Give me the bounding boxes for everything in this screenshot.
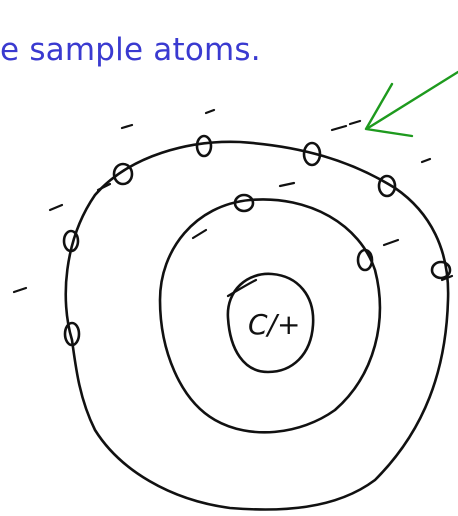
minus-mark-7	[50, 205, 62, 210]
charge-marks	[14, 110, 452, 292]
minus-mark-2	[206, 110, 214, 113]
minus-mark-9	[193, 230, 206, 238]
minus-mark-8	[280, 183, 294, 186]
electron-outer-2	[197, 136, 211, 156]
minus-mark-4	[350, 121, 360, 124]
minus-mark-1	[122, 125, 132, 128]
minus-mark-5	[422, 159, 430, 162]
minus-mark-10	[384, 240, 398, 245]
minus-mark-11	[14, 288, 26, 292]
pointer-arrow-icon	[366, 72, 458, 136]
nucleus-label: C/+	[248, 308, 300, 341]
minus-mark-3	[332, 126, 346, 130]
